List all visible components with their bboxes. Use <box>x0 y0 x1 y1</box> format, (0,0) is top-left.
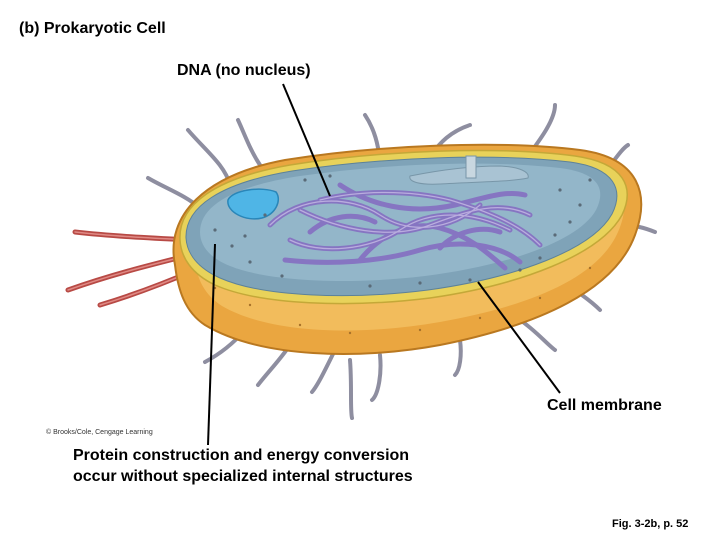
figure-title: (b) Prokaryotic Cell <box>19 20 166 37</box>
ribosome-cluster <box>227 188 280 220</box>
dna-label: DNA (no nucleus) <box>177 62 311 79</box>
protein-construction-label: Protein construction and energy conversi… <box>73 447 413 485</box>
cell-membrane-label: Cell membrane <box>547 397 662 414</box>
ribosomes <box>213 174 592 288</box>
leader-lines <box>207 83 561 446</box>
figure-caption: Fig. 3-2b, p. 52 <box>612 518 689 530</box>
copyright-notice: © Brooks/Cole, Cengage Learning <box>46 429 153 436</box>
